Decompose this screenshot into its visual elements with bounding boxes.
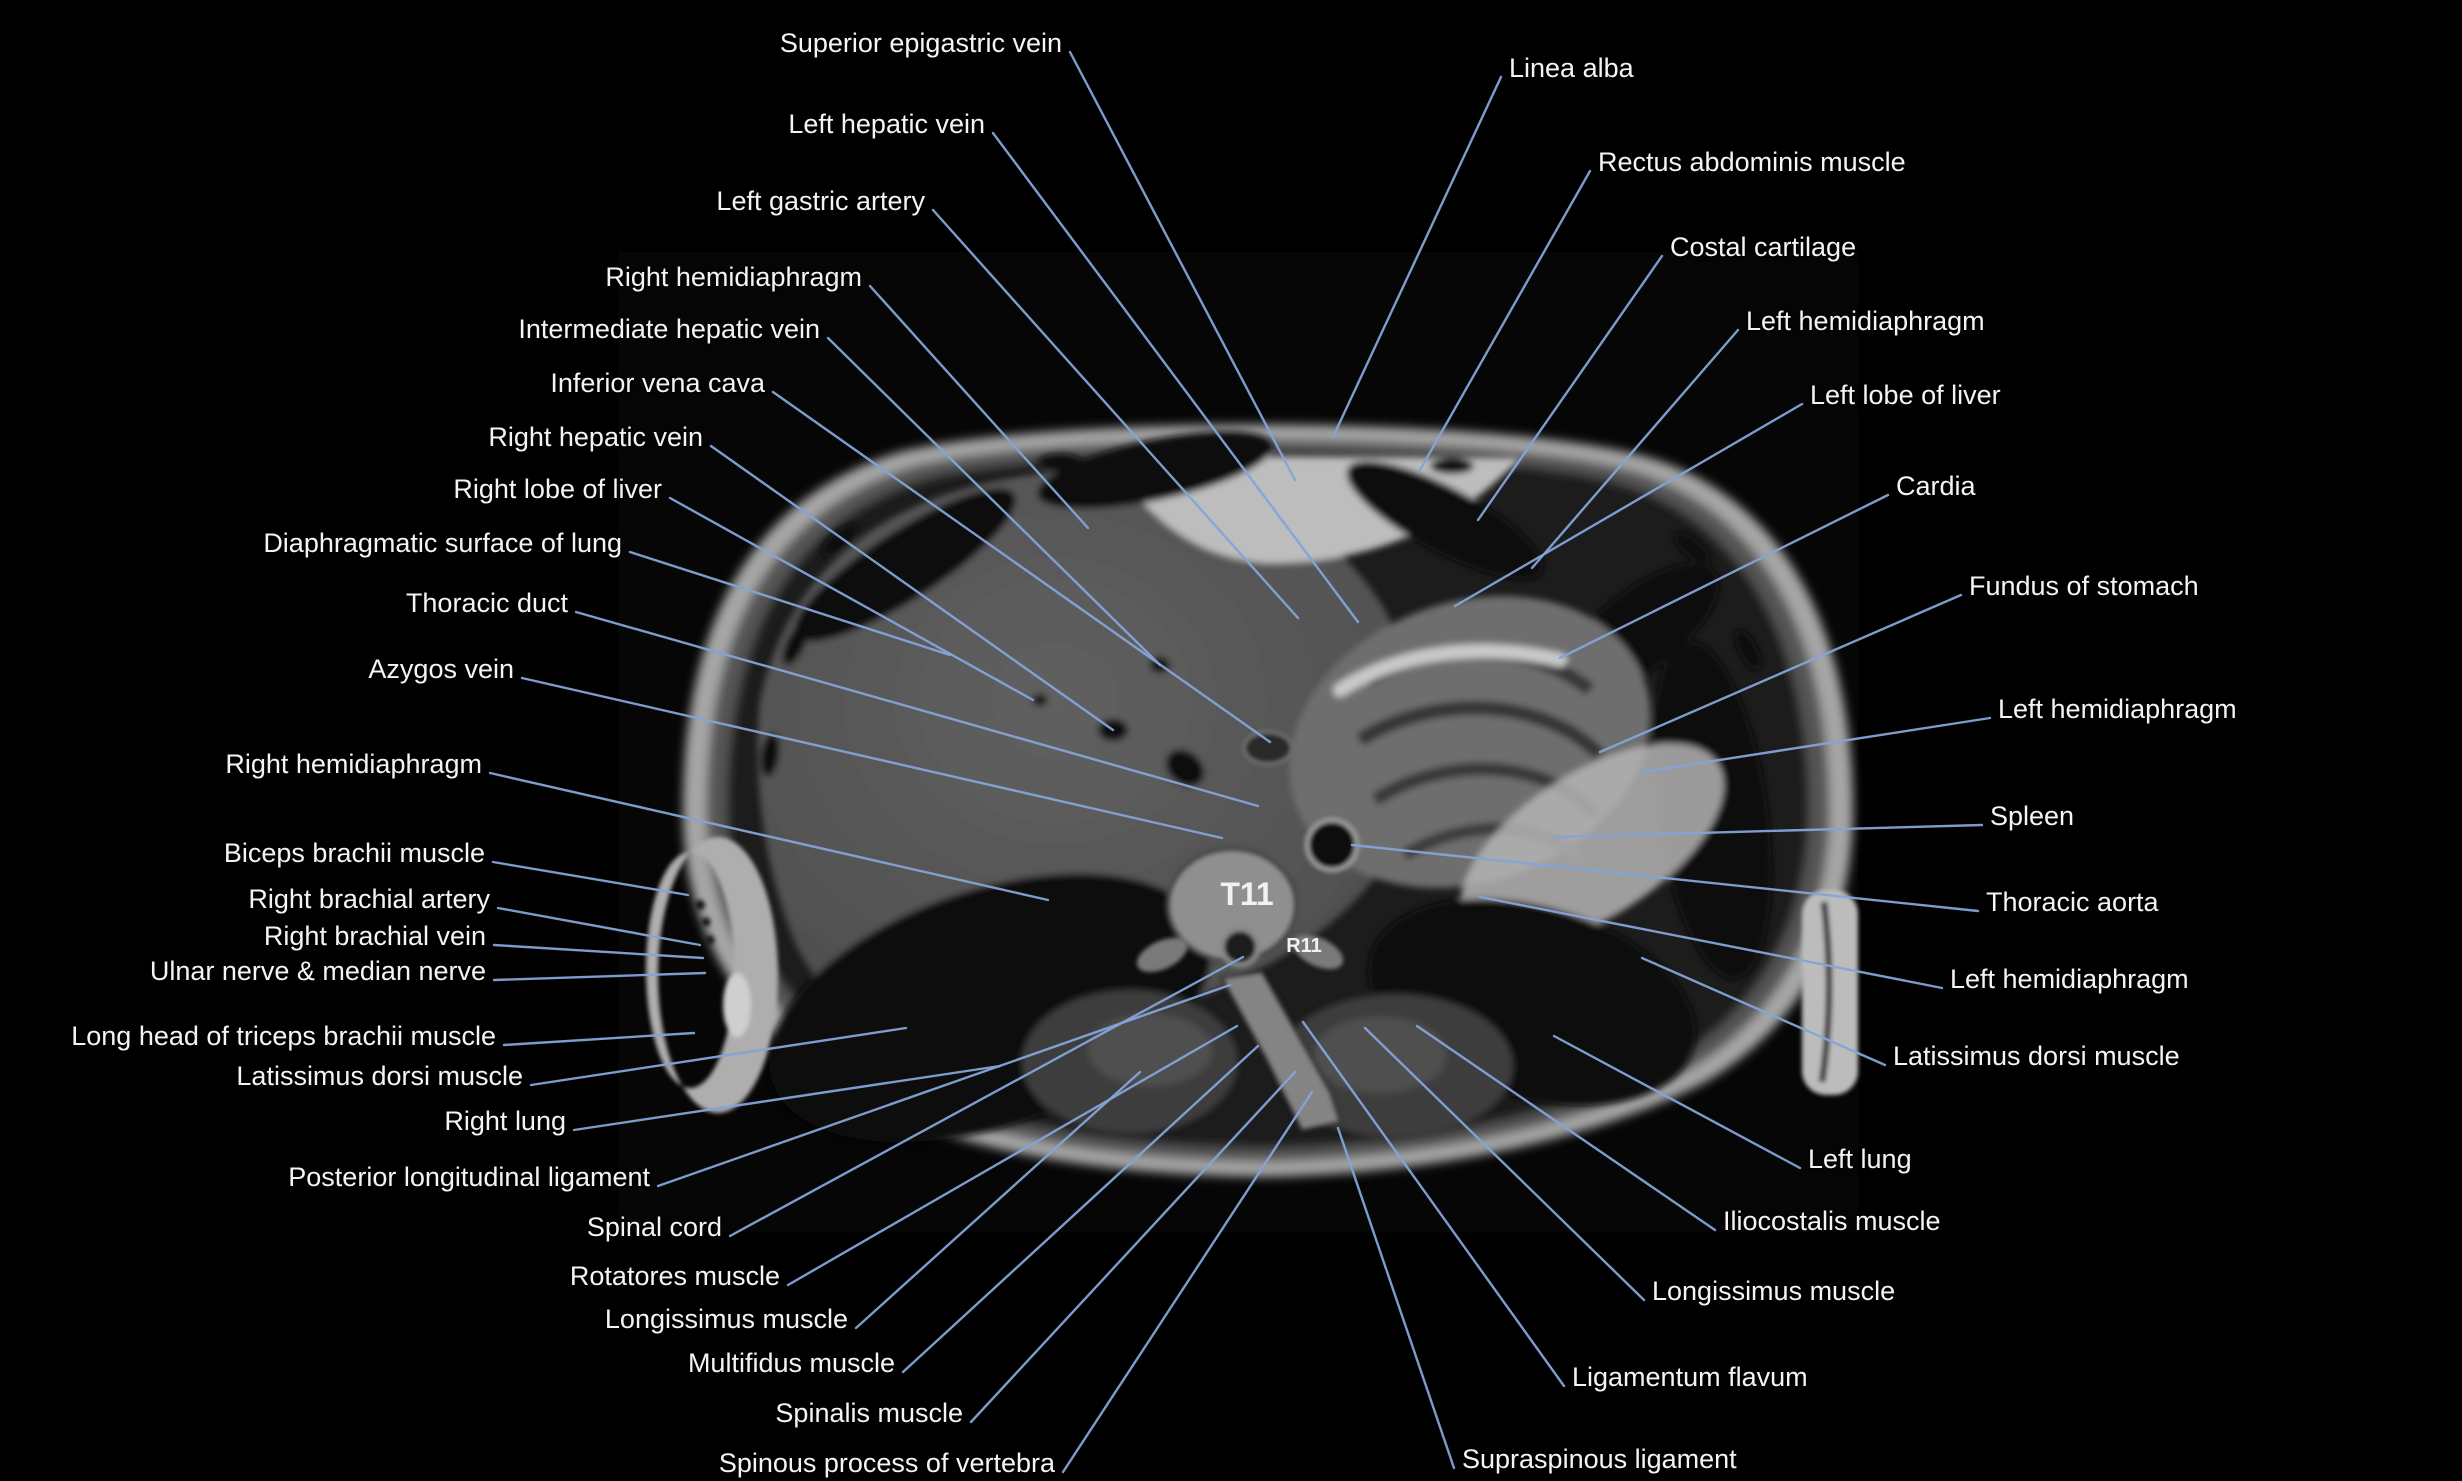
anatomy-label: Right brachial artery bbox=[248, 884, 490, 915]
anatomy-label: Rectus abdominis muscle bbox=[1598, 147, 1906, 178]
anatomy-label: Right hepatic vein bbox=[488, 422, 703, 453]
anatomy-label: Linea alba bbox=[1509, 53, 1634, 84]
paraspinal-hl-right bbox=[1088, 1014, 1212, 1086]
anatomy-label: Latissimus dorsi muscle bbox=[236, 1061, 523, 1092]
anatomy-label: Longissimus muscle bbox=[604, 1304, 848, 1335]
anatomy-label: Supraspinous ligament bbox=[1462, 1444, 1737, 1475]
spinal-canal bbox=[1219, 926, 1261, 968]
anatomy-label: Posterior longitudinal ligament bbox=[288, 1162, 650, 1193]
anatomy-label: Left lobe of liver bbox=[1810, 380, 2001, 411]
left-arm-section bbox=[1802, 890, 1858, 1095]
anatomy-label: Azygos vein bbox=[368, 654, 514, 685]
anatomy-label: Iliocostalis muscle bbox=[1723, 1206, 1941, 1237]
anatomy-label: Thoracic aorta bbox=[1986, 887, 2159, 918]
brachial-vessel-dot2 bbox=[701, 917, 711, 927]
brachial-vessel-dot3 bbox=[705, 935, 715, 945]
anatomy-label: Left hemidiaphragm bbox=[1950, 964, 2189, 995]
anatomy-label: Left lung bbox=[1808, 1144, 1912, 1175]
anatomy-label: Diaphragmatic surface of lung bbox=[263, 528, 622, 559]
anatomy-label: Right hemidiaphragm bbox=[605, 262, 862, 293]
anatomy-label: Fundus of stomach bbox=[1969, 571, 2199, 602]
anatomy-label: Inferior vena cava bbox=[550, 368, 765, 399]
rib-level-text: R11 bbox=[1286, 935, 1322, 957]
cardia-region bbox=[1333, 644, 1567, 697]
anatomy-label: Left hemidiaphragm bbox=[1998, 694, 2237, 725]
anatomy-label: Left hepatic vein bbox=[788, 109, 985, 140]
anatomy-label: Biceps brachii muscle bbox=[223, 838, 485, 869]
anatomy-label: Right brachial vein bbox=[263, 921, 486, 952]
anatomy-label: Right hemidiaphragm bbox=[225, 749, 482, 780]
anatomy-label: Ligamentum flavum bbox=[1572, 1362, 1808, 1393]
anatomy-label: Longissimus muscle bbox=[1652, 1276, 1896, 1307]
brachial-vessel-dot1 bbox=[695, 900, 705, 910]
anatomy-label: Spinalis muscle bbox=[775, 1398, 963, 1429]
anatomy-label: Left gastric artery bbox=[716, 186, 925, 217]
torso-section bbox=[646, 424, 1858, 1178]
anatomy-label: Long head of triceps brachii muscle bbox=[71, 1021, 496, 1052]
hepatic-vein-dot2 bbox=[1150, 657, 1170, 673]
anatomy-label: Superior epigastric vein bbox=[779, 28, 1062, 59]
hepatic-vein-dot bbox=[1098, 719, 1128, 741]
paraspinal-hl-left bbox=[1314, 1017, 1446, 1093]
anatomy-label: Latissimus dorsi muscle bbox=[1893, 1041, 2180, 1072]
anatomy-label: Thoracic duct bbox=[405, 588, 568, 619]
anatomy-label: Right lobe of liver bbox=[453, 474, 662, 505]
anatomy-label: Spinous process of vertebra bbox=[718, 1448, 1055, 1479]
anatomy-label: Costal cartilage bbox=[1670, 232, 1857, 263]
vertebra-level-text: T11 bbox=[1220, 876, 1273, 912]
anatomy-label: Intermediate hepatic vein bbox=[518, 314, 820, 345]
humerus bbox=[723, 973, 751, 1037]
ivc bbox=[1242, 730, 1294, 766]
transverse-process-left bbox=[1292, 934, 1344, 970]
anatomy-label: Ulnar nerve & median nerve bbox=[149, 956, 486, 987]
anatomy-label: Left hemidiaphragm bbox=[1746, 306, 1985, 337]
anatomy-label: Right lung bbox=[444, 1106, 566, 1137]
anatomy-label: Cardia bbox=[1896, 471, 1976, 502]
anatomy-label: Rotatores muscle bbox=[569, 1261, 780, 1292]
anatomy-label: Multifidus muscle bbox=[687, 1348, 895, 1379]
anatomy-label: Spleen bbox=[1990, 801, 2075, 832]
aorta bbox=[1304, 817, 1360, 873]
hepatic-vein-dot3 bbox=[1032, 694, 1048, 706]
anatomy-label: Spinal cord bbox=[586, 1212, 722, 1243]
